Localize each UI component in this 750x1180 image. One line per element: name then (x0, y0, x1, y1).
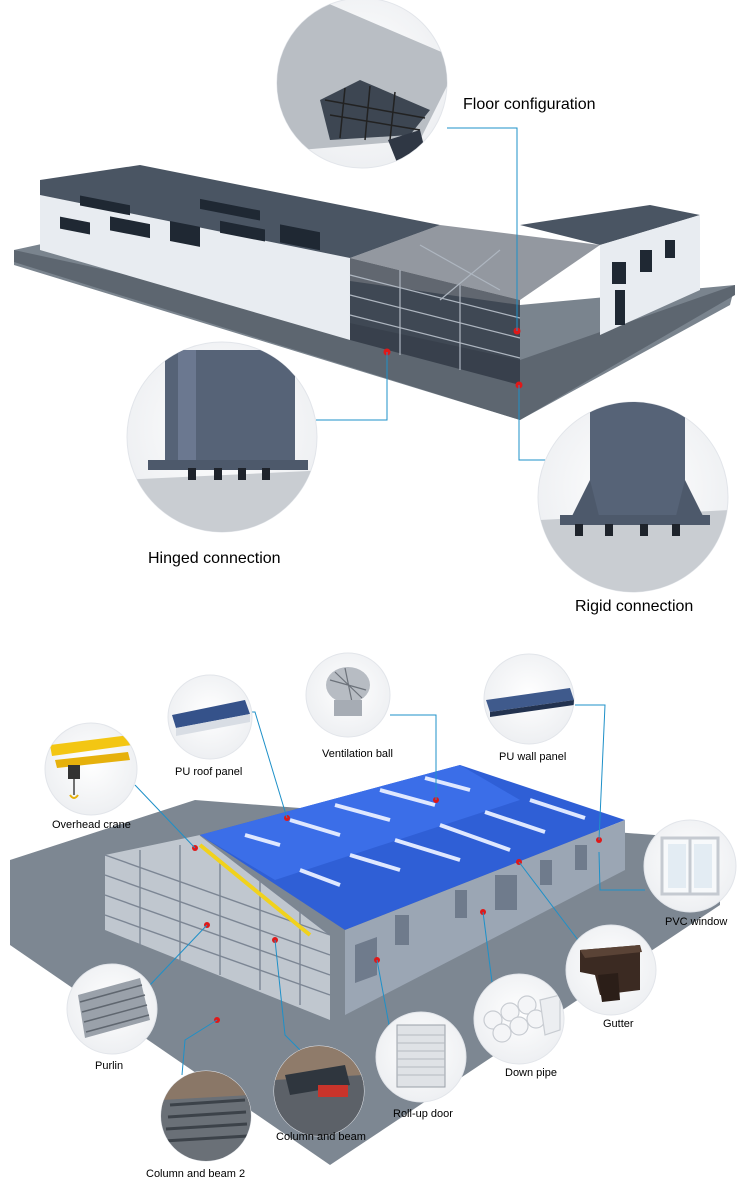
pu-roof-panel-circle (167, 674, 253, 760)
roll-up-door-circle (375, 1011, 467, 1103)
upper-leader-lines (316, 127, 550, 461)
ventilation-ball-circle (305, 652, 391, 738)
column-and-beam-circle (273, 1045, 365, 1137)
lower-leader-lines (134, 704, 645, 1076)
rigid-detail-circle (537, 401, 729, 593)
gutter-circle (565, 924, 657, 1016)
lower-building-illustration (10, 765, 720, 1165)
roll-up-door-label: Roll-up door (393, 1108, 453, 1120)
column-and-beam-2-circle (160, 1070, 252, 1162)
down-pipe-circle (473, 973, 565, 1065)
pu-wall-panel-circle (483, 653, 575, 745)
purlin-circle (66, 963, 158, 1055)
column-and-beam-label: Column and beam (276, 1131, 366, 1143)
pvc-window-circle (643, 819, 737, 913)
pu-roof-panel-label: PU roof panel (175, 766, 242, 778)
overhead-crane-label: Overhead crane (52, 819, 131, 831)
floor-configuration-label: Floor configuration (463, 96, 596, 113)
hinged-connection-label: Hinged connection (148, 550, 281, 567)
column-and-beam-2-label: Column and beam 2 (146, 1168, 245, 1180)
overhead-crane-circle (44, 722, 138, 816)
floor-detail-circle (276, 0, 448, 169)
ventilation-ball-label: Ventilation ball (322, 748, 393, 760)
hinged-detail-circle (126, 341, 318, 533)
down-pipe-label: Down pipe (505, 1067, 557, 1079)
purlin-label: Purlin (95, 1060, 123, 1072)
gutter-label: Gutter (603, 1018, 634, 1030)
pvc-window-label: PVC window (665, 916, 727, 928)
pu-wall-panel-label: PU wall panel (499, 751, 566, 763)
rigid-connection-label: Rigid connection (575, 598, 693, 615)
upper-building-illustration (14, 165, 735, 420)
